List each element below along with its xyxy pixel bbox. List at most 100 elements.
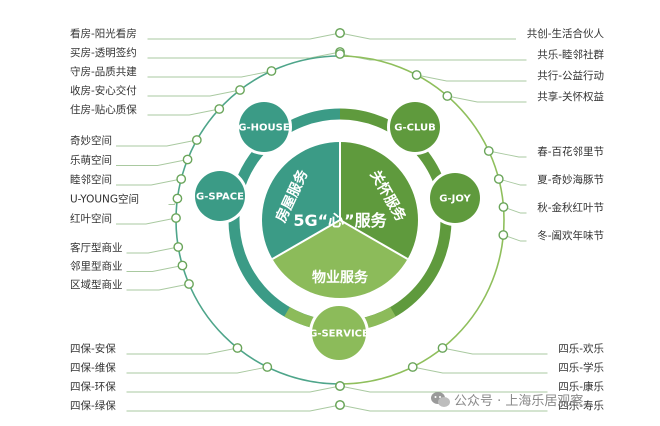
connector-line: [488, 150, 527, 158]
connector-line: [116, 139, 197, 147]
connector-line: [503, 206, 527, 214]
connector-line: [116, 159, 188, 166]
connector-line: [416, 74, 527, 82]
connector-line: [503, 234, 527, 242]
sector-divider: [339, 219, 409, 260]
connector-line: [126, 265, 183, 272]
connector-line: [147, 51, 341, 59]
connector-line: [126, 385, 341, 393]
ring-dot: [335, 49, 345, 59]
connector-line: [126, 366, 268, 374]
connector-line: [116, 178, 182, 186]
connector-line: [147, 70, 272, 78]
connector-line: [126, 404, 341, 412]
left-service-item: 四保-维保: [70, 361, 116, 374]
node-g-joy: [430, 173, 480, 223]
sector-house: [262, 142, 340, 259]
ring-dot: [266, 66, 277, 76]
right-joy-item: 秋-金秋红叶节: [537, 201, 604, 214]
connector-line: [339, 385, 548, 393]
connector-line: [126, 347, 238, 355]
left-space-item: U-YOUNG空间: [70, 193, 139, 206]
right-service-item: 四乐-寿乐: [558, 399, 604, 412]
left-service-item: 四保-绿保: [70, 399, 116, 412]
wechat-icon: [431, 392, 450, 407]
ring-dot: [498, 230, 509, 240]
connector-line: [147, 89, 241, 97]
right-service-item: 四乐-康乐: [558, 380, 604, 393]
connector-line: [147, 108, 220, 116]
ring-dot: [214, 104, 225, 114]
node-g-service: [312, 306, 366, 360]
right-joy-item: 冬-阖欢年味节: [537, 229, 604, 242]
ring-dot: [172, 193, 183, 204]
left-service-item: 四保-环保: [70, 380, 116, 393]
ring-dot: [176, 174, 187, 184]
ring-dot: [184, 279, 194, 289]
connector-line: [447, 95, 527, 103]
ring-dot: [182, 154, 193, 165]
left-business-item: 客厅型商业: [70, 241, 123, 254]
node-g-joy-label: G-JOY: [439, 194, 471, 205]
connector-line: [442, 347, 548, 355]
ring-dot: [235, 85, 245, 95]
connector-line: [412, 366, 548, 374]
core-circle: 5G“心”服务房屋服务关怀服务物业服务: [262, 142, 418, 298]
node-g-service-label: G-SERVICE: [309, 329, 369, 340]
left-space-item: 睦邻空间: [70, 173, 112, 186]
ring-dot: [411, 70, 422, 80]
left-space-item: 红叶空间: [70, 212, 112, 225]
ring-dot: [335, 381, 345, 391]
left-house-item: 收房-安心交付: [70, 84, 137, 97]
ring-dot: [232, 343, 243, 353]
ring-dot: [335, 400, 345, 410]
right-joy-item: 夏-奇妙海豚节: [537, 173, 604, 186]
node-g-space-label: G-SPACE: [196, 192, 244, 203]
sector-care: [340, 142, 418, 259]
service-nodes: G-HOUSE G-CLUB G-SPACE G-JOY G-SERVICE: [192, 99, 483, 363]
node-g-space: [195, 171, 245, 221]
left-house-item: 守房-品质共建: [70, 65, 137, 78]
left-business-item: 邻里型商业: [70, 260, 123, 273]
left-house-item: 买房-透明签约: [70, 46, 137, 59]
connector-line: [126, 246, 179, 254]
connector-line: [126, 283, 190, 291]
ring-dot: [177, 260, 188, 271]
node-g-house: [239, 102, 289, 152]
node-g-house-label: G-HOUSE: [238, 123, 290, 134]
right-service-item: 四乐-学乐: [558, 361, 604, 374]
ring-dot: [498, 202, 509, 212]
ring-dot: [173, 242, 184, 252]
right-joy-item: 春-百花邻里节: [537, 145, 604, 158]
right-club-item: 共乐-睦邻社群: [537, 48, 604, 61]
connector-line: [339, 404, 548, 412]
sector-divider: [271, 219, 341, 260]
left-space-item: 奇妙空间: [70, 134, 112, 147]
right-club-item: 共行-公益行动: [537, 69, 604, 82]
connector-line: [147, 32, 341, 40]
ring-dot: [171, 213, 181, 223]
ring-dot: [407, 362, 418, 372]
right-club-item: 共创-生活合伙人: [527, 27, 605, 40]
connector-line: [116, 217, 177, 225]
ring-dot: [191, 135, 202, 145]
service-labels: 看房-阳光看房买房-透明签约守房-品质共建收房-安心交付住房-贴心质保奇妙空间乐…: [70, 27, 604, 412]
ring-dot: [493, 174, 504, 184]
left-service-item: 四保-安保: [70, 342, 116, 355]
node-g-club-label: G-CLUB: [394, 123, 435, 134]
right-club-item: 共享-关怀权益: [537, 90, 604, 103]
connector-line: [339, 32, 516, 40]
watermark: 公众号 · 上海乐居观察: [431, 392, 583, 409]
left-house-item: 看房-阳光看房: [70, 27, 137, 40]
ring-dot: [262, 362, 273, 372]
center-title: 5G“心”服务: [293, 211, 387, 230]
ring-dot: [437, 343, 448, 353]
ring-dot: [483, 146, 494, 156]
connector-line: [498, 178, 527, 186]
connector-lines: [116, 32, 548, 412]
watermark-text: 公众号 · 上海乐居观察: [454, 394, 583, 409]
ring-dot: [442, 91, 453, 101]
ring-dot: [335, 28, 345, 38]
left-house-item: 住房-贴心质保: [70, 103, 137, 116]
